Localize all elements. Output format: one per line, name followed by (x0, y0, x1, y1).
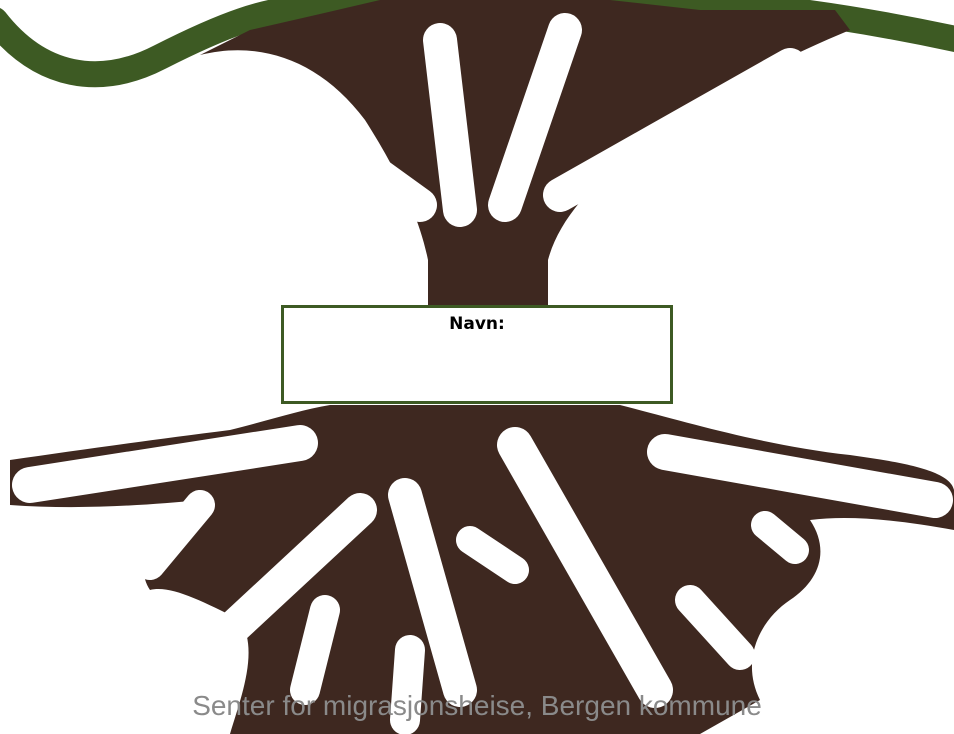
name-field[interactable]: Navn: (281, 305, 673, 404)
name-label: Navn: (284, 314, 670, 334)
footer-credit: Senter for migrasjonsheise, Bergen kommu… (0, 690, 954, 722)
